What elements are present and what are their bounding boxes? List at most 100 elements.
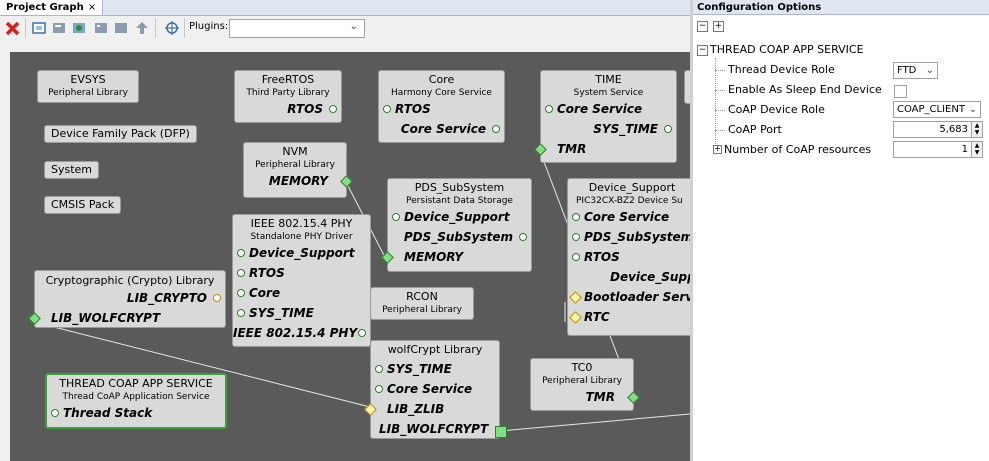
node-freertos[interactable]: FreeRTOS Third Party Library RTOS (234, 70, 342, 123)
port-core-service[interactable]: Core Service (568, 207, 696, 227)
panel-title: Configuration Options (693, 0, 989, 15)
port-circle-icon (51, 409, 59, 417)
port-circle-icon (572, 213, 580, 221)
port-pds-subsystem[interactable]: PDS_SubSystem (568, 227, 696, 247)
delete-icon[interactable] (5, 20, 21, 36)
port-lib-wolfcrypt[interactable]: LIB_WOLFCRYPT (371, 419, 499, 439)
port-device-support[interactable]: Device_Support (233, 243, 370, 263)
port-core-service[interactable]: Core Service (371, 379, 499, 399)
spinner-arrows-icon[interactable]: ▲▼ (971, 122, 982, 137)
port-rtos[interactable]: RTOS (568, 247, 696, 267)
port-rtc[interactable]: RTC (568, 307, 696, 327)
port-circle-icon (358, 329, 366, 337)
node-title: Device_Support (588, 181, 676, 194)
component-icon[interactable] (51, 20, 67, 36)
port-label: PDS_SubSystem (584, 230, 694, 244)
port-circle-icon (572, 253, 580, 261)
port-square-icon[interactable] (495, 426, 507, 438)
node-title: THREAD COAP APP SERVICE (59, 377, 213, 390)
port-sys-time[interactable]: SYS_TIME (233, 303, 370, 323)
select-value: FTD (897, 65, 917, 76)
node-nvm[interactable]: NVM Peripheral Library MEMORY (243, 142, 353, 198)
port-tmr[interactable]: TMR (534, 139, 676, 159)
group-icon[interactable] (93, 20, 109, 36)
node-evsys[interactable]: EVSYS Peripheral Library (37, 70, 139, 103)
node-title: Cryptographic (Crypto) Library (45, 274, 215, 287)
node-rcon[interactable]: RCON Peripheral Library (370, 287, 474, 320)
port-label: Core Service (557, 102, 643, 116)
port-circle-icon (545, 105, 553, 113)
thread-device-role-select[interactable]: FTD⌄ (893, 62, 938, 79)
tree-root-label[interactable]: THREAD COAP APP SERVICE (710, 43, 864, 56)
configuration-options-panel: Configuration Options − + − THREAD COAP … (693, 0, 989, 461)
port-sys-time[interactable]: SYS_TIME (371, 359, 499, 379)
port-label: MEMORY (404, 250, 464, 264)
spinner-arrows-icon[interactable]: ▲▼ (971, 142, 982, 157)
port-memory[interactable]: MEMORY (244, 171, 353, 191)
new-component-icon[interactable] (31, 20, 47, 36)
node-device-family-pack[interactable]: Device Family Pack (DFP) (44, 125, 197, 143)
node-wolfcrypt-library[interactable]: wolfCrypt Library SYS_TIME Core Service … (364, 340, 500, 439)
node-subtitle: Peripheral Library (382, 305, 462, 315)
ungroup-icon[interactable] (113, 20, 129, 36)
tree-connector (715, 58, 716, 150)
port-tmr[interactable]: TMR (531, 387, 640, 407)
coap-resources-spinner[interactable]: 1 ▲▼ (893, 141, 983, 158)
port-bootloader-service[interactable]: Bootloader Service (568, 287, 696, 307)
tree-collapse-icon[interactable]: − (697, 45, 708, 56)
node-title: FreeRTOS (261, 73, 315, 86)
port-lib-wolfcrypt[interactable]: LIB_WOLFCRYPT (28, 308, 225, 328)
expand-all-button[interactable]: + (713, 21, 724, 32)
collapse-all-button[interactable]: − (697, 21, 708, 32)
port-sys-time[interactable]: SYS_TIME (541, 119, 676, 139)
move-up-icon[interactable] (134, 20, 150, 36)
port-circle-icon (213, 294, 221, 302)
toolbar-separator (25, 18, 26, 38)
node-system[interactable]: System (44, 161, 100, 179)
node-thread-coap-app-service[interactable]: THREAD COAP APP SERVICE Thread CoAP Appl… (45, 373, 227, 429)
sleep-end-device-checkbox[interactable] (894, 85, 907, 98)
port-lib-zlib[interactable]: LIB_ZLIB (364, 399, 499, 419)
port-device-support[interactable]: Device_Supp (568, 267, 696, 287)
coap-port-spinner[interactable]: 5,683 ▲▼ (893, 121, 983, 138)
port-core[interactable]: Core (233, 283, 370, 303)
node-ieee-802154-phy[interactable]: IEEE 802.15.4 PHY Standalone PHY Driver … (232, 214, 371, 347)
port-rtos[interactable]: RTOS (235, 99, 341, 119)
node-title: TC0 (571, 361, 593, 374)
port-ieee-802154-phy[interactable]: IEEE 802.15.4 PHY (233, 323, 370, 343)
port-memory[interactable]: MEMORY (381, 247, 531, 267)
port-device-support[interactable]: Device_Support (388, 207, 531, 227)
port-rtos[interactable]: RTOS (379, 99, 504, 119)
node-title: Device Family Pack (DFP) (51, 127, 190, 140)
node-title: NVM (282, 145, 308, 158)
graph-canvas[interactable]: EVSYS Peripheral Library FreeRTOS Third … (10, 52, 697, 461)
node-subtitle: Peripheral Library (48, 88, 128, 98)
port-core-service[interactable]: Core Service (541, 99, 676, 119)
add-to-graph-icon[interactable] (71, 20, 87, 36)
node-pds-subsystem[interactable]: PDS_SubSystem Persistant Data Storage De… (381, 178, 532, 272)
auto-layout-icon[interactable] (164, 20, 180, 36)
port-pds-subsystem[interactable]: PDS_SubSystem (388, 227, 531, 247)
node-time[interactable]: TIME System Service Core Service SYS_TIM… (534, 70, 677, 163)
tab-project-graph[interactable]: Project Graph× (0, 0, 104, 15)
node-crypto-library[interactable]: Cryptographic (Crypto) Library LIB_CRYPT… (28, 270, 226, 328)
node-core[interactable]: Core Harmony Core Service RTOS Core Serv… (378, 70, 505, 143)
tree-connector (715, 130, 725, 131)
tree-connector (715, 90, 725, 91)
plugins-dropdown[interactable]: ⌄ (229, 19, 365, 38)
node-cmsis-pack[interactable]: CMSIS Pack (44, 196, 122, 214)
port-label: RTOS (287, 102, 323, 116)
port-diamond-icon (569, 311, 582, 324)
tree-expand-icon[interactable]: + (713, 144, 722, 154)
port-circle-icon (519, 233, 527, 241)
port-core-service[interactable]: Core Service (379, 119, 504, 139)
close-tab-icon[interactable]: × (87, 2, 97, 13)
prop-coap-resources-label: Number of CoAP resources (724, 143, 872, 156)
splitter[interactable] (690, 0, 693, 461)
port-rtos[interactable]: RTOS (233, 263, 370, 283)
node-device-support[interactable]: Device_Support PIC32CX-BZ2 Device Su Cor… (567, 178, 697, 336)
node-tc0[interactable]: TC0 Peripheral Library TMR (530, 358, 640, 411)
port-thread-stack[interactable]: Thread Stack (47, 403, 225, 423)
port-lib-crypto[interactable]: LIB_CRYPTO (35, 288, 225, 308)
coap-device-role-select[interactable]: COAP_CLIENT⌄ (893, 101, 981, 118)
